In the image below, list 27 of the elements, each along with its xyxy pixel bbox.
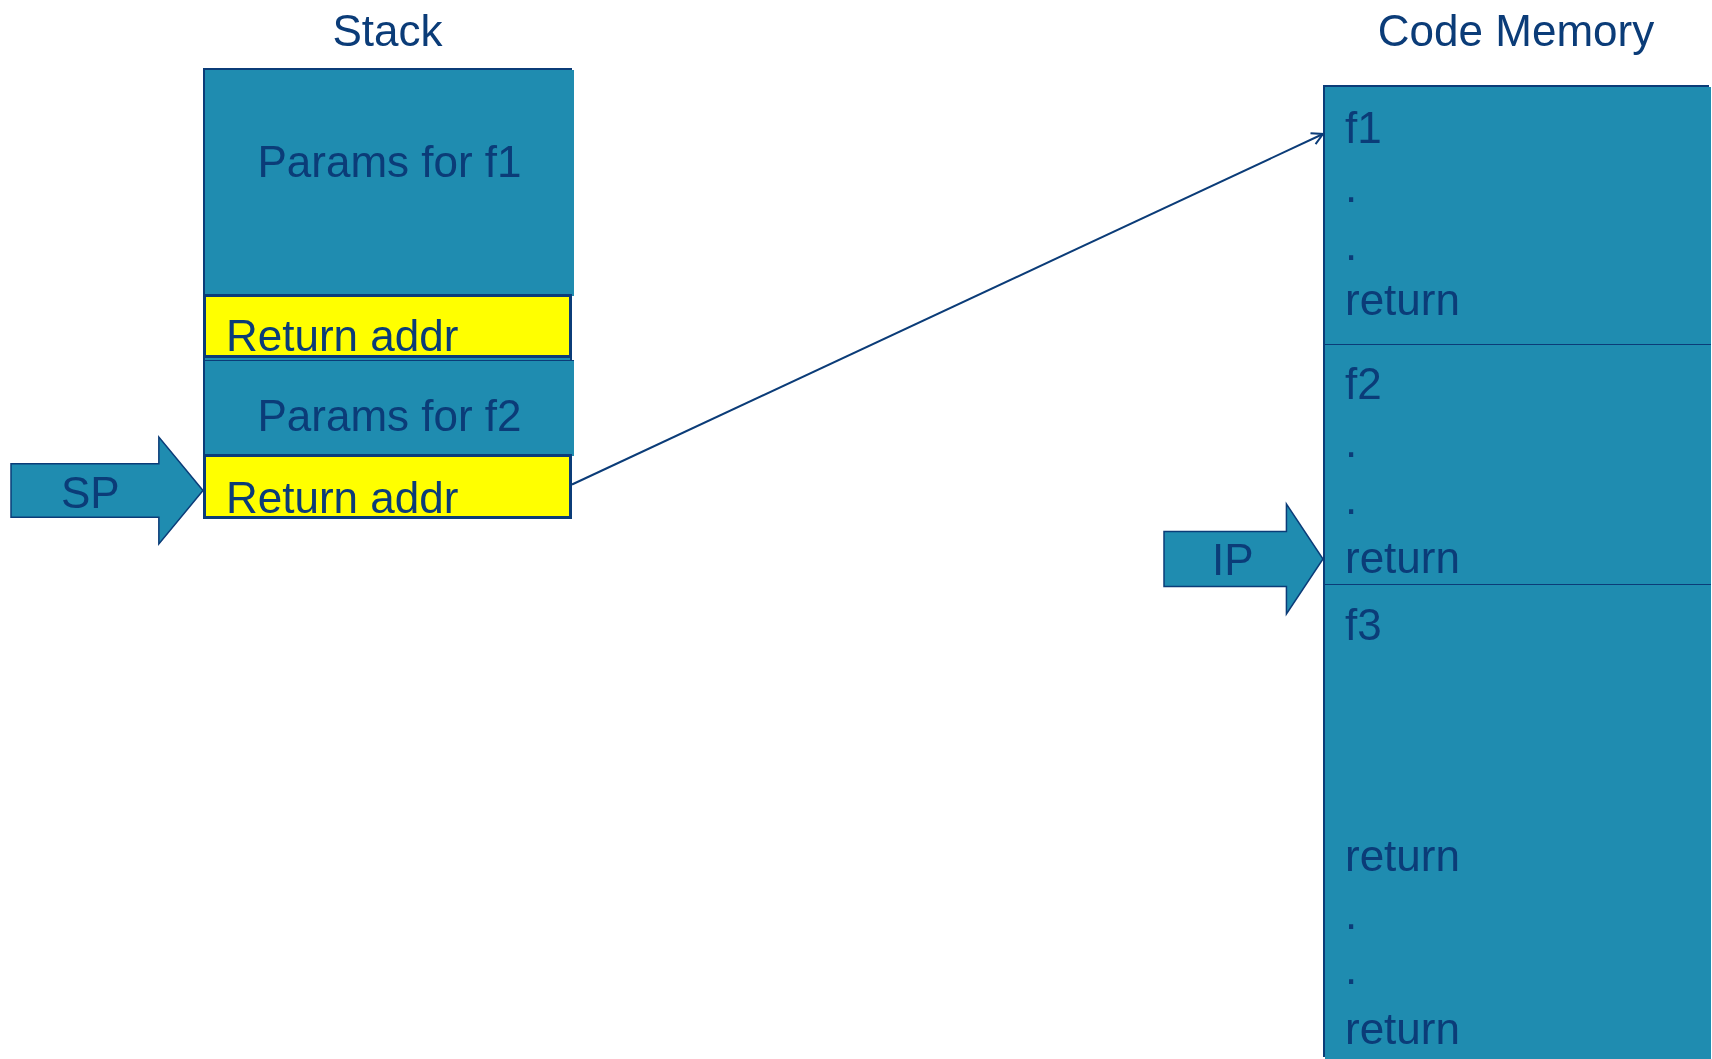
memory-text: return [1345, 533, 1460, 583]
memory-text: f2 [1345, 359, 1382, 409]
arrow [571, 132, 1324, 486]
memory-text: Params for f2 [256, 391, 523, 441]
ellipsis-dot: . [1345, 889, 1358, 939]
ellipsis-dot: . [1345, 417, 1358, 467]
memory-text: return [1345, 831, 1460, 881]
ellipsis-dot: . [1345, 474, 1358, 524]
memory-text: Params for f1 [256, 137, 523, 187]
ellipsis-dot: . [1345, 220, 1358, 270]
return-address-slot [203, 454, 572, 519]
column-title: Stack [332, 6, 443, 56]
ellipsis-dot: . [1345, 162, 1358, 212]
return-address-slot [203, 294, 572, 358]
memory-text: f1 [1345, 103, 1382, 153]
code-section [1325, 344, 1711, 584]
column-title: Code Memory [1377, 6, 1655, 56]
arrow-label: SP [61, 468, 120, 518]
memory-text: Return addr [226, 311, 459, 361]
memory-text: return [1345, 1004, 1460, 1054]
ellipsis-dot: . [1345, 944, 1358, 994]
stack-frame [205, 360, 574, 456]
memory-text: return [1345, 275, 1460, 325]
memory-text: Return addr [226, 473, 459, 523]
memory-text: f3 [1345, 600, 1382, 650]
arrow-label: IP [1212, 535, 1254, 585]
code-section [1325, 584, 1711, 1059]
